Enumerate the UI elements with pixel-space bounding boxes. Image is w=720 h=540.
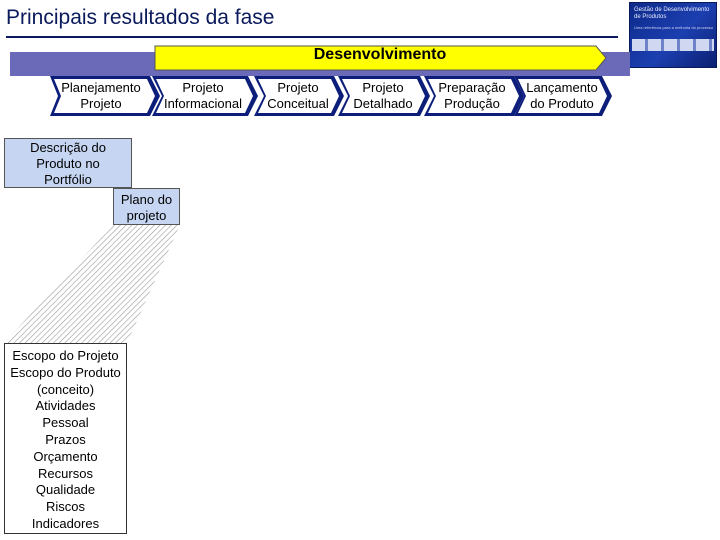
book-title: Gestão de Desenvolvimento de Produtos bbox=[634, 7, 710, 20]
portfolio-output-box: Descrição do Produto no Portfólio bbox=[4, 138, 132, 188]
slide-title: Principais resultados da fase bbox=[6, 6, 275, 29]
plano-projeto-box: Plano do projeto bbox=[113, 188, 180, 225]
phase-arrow-inner-conceitual bbox=[258, 79, 339, 113]
plan-item: Recursos bbox=[38, 465, 93, 481]
portfolio-line: Produto no bbox=[36, 156, 100, 171]
phase-arrow-inner-detalhado bbox=[342, 79, 425, 113]
plan-item: (conceito) bbox=[36, 381, 95, 397]
phase-line: Projeto bbox=[277, 80, 319, 95]
portfolio-line: Descrição do bbox=[30, 140, 106, 155]
phase-line: Conceitual bbox=[267, 96, 329, 111]
phase-line: Planejamento bbox=[61, 80, 141, 95]
phase-arrow-inner-producao bbox=[428, 79, 519, 113]
phase-line: Projeto bbox=[182, 80, 224, 95]
phase-line: Informacional bbox=[163, 96, 243, 111]
phase-conceitual: Projeto Conceitual bbox=[256, 80, 340, 112]
plan-item: Riscos bbox=[45, 499, 85, 515]
phase-arrow-inner-planejamento bbox=[54, 79, 155, 113]
phase-arrow-inner-lancamento bbox=[518, 79, 607, 113]
phase-line: Detalhado bbox=[353, 96, 413, 111]
book-cover-logo: Gestão de Desenvolvimento de Produtos Um… bbox=[629, 2, 717, 68]
plan-item: Escopo do Projeto bbox=[12, 348, 119, 363]
plan-item: Pessoal bbox=[42, 415, 89, 431]
plan-item: Indicadores bbox=[31, 515, 100, 531]
phase-line: Projeto bbox=[80, 96, 122, 111]
phase-producao: Preparação Produção bbox=[426, 80, 518, 112]
zoom-callout-hatch bbox=[4, 225, 180, 343]
phase-line: Projeto bbox=[362, 80, 404, 95]
phase-detalhado: Projeto Detalhado bbox=[340, 80, 426, 112]
plano-line: projeto bbox=[126, 208, 167, 223]
phase-line: Lançamento bbox=[526, 80, 598, 95]
plan-contents-box: Escopo do Projeto Escopo do Produto (con… bbox=[4, 343, 127, 534]
plan-item: Orçamento bbox=[33, 448, 98, 464]
plan-item: Escopo do Produto bbox=[10, 364, 121, 380]
plan-item: Atividades bbox=[35, 398, 96, 414]
portfolio-line: Portfólio bbox=[44, 172, 92, 187]
plan-item: Prazos bbox=[45, 431, 86, 447]
development-banner-arrow bbox=[154, 45, 607, 71]
plan-item: Qualidade bbox=[35, 482, 96, 498]
phase-line: do Produto bbox=[530, 96, 594, 111]
phase-planejamento: Planejamento Projeto bbox=[52, 80, 150, 112]
phase-line: Produção bbox=[444, 96, 500, 111]
title-divider bbox=[6, 36, 618, 38]
phase-line: Preparação bbox=[438, 80, 506, 95]
phase-lancamento: Lançamento do Produto bbox=[514, 80, 610, 112]
phase-arrow-inner-informacional bbox=[156, 79, 253, 113]
book-subtitle: Uma referência para a melhoria do proces… bbox=[634, 25, 714, 30]
book-cover-stripe bbox=[632, 39, 714, 51]
plano-line: Plano do bbox=[120, 192, 173, 207]
phase-informacional: Projeto Informacional bbox=[152, 80, 254, 112]
development-banner-label: Desenvolvimento bbox=[313, 46, 447, 63]
